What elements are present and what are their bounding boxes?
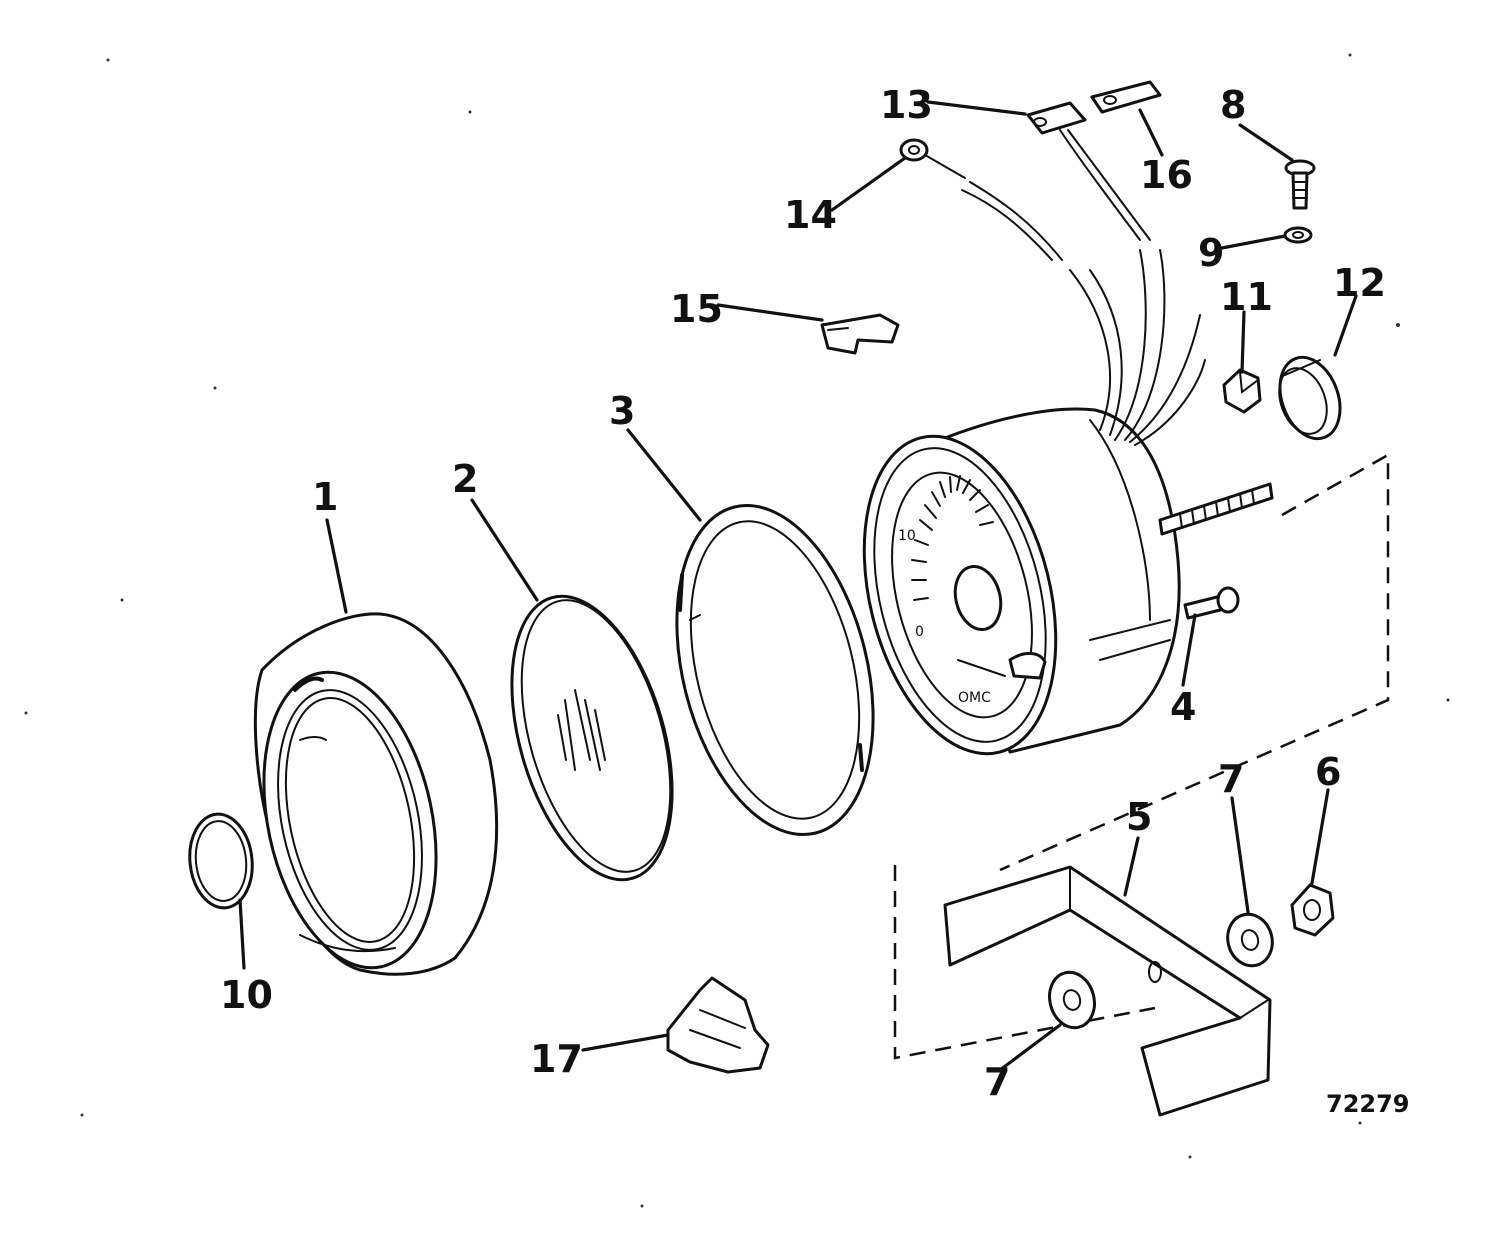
wire-harness [961, 129, 1206, 446]
part-17-connector [666, 976, 770, 1074]
callout-labels: 1 2 3 4 5 6 7 7 8 9 10 11 12 13 14 15 16… [220, 83, 1386, 1104]
part-15-clip [820, 313, 900, 355]
part-13-terminal [1026, 101, 1087, 135]
dial-tick-0: 0 [915, 624, 924, 640]
part-2-lens [510, 594, 674, 882]
callout-11: 11 [1220, 275, 1273, 319]
part-4-screw [1183, 586, 1240, 620]
part-11-nut [1222, 368, 1262, 414]
part-3-ring [675, 503, 875, 837]
part-5-bracket [943, 865, 1272, 1117]
callout-6: 6 [1315, 750, 1341, 794]
part-8-screw [1284, 159, 1316, 210]
callout-17: 17 [530, 1037, 583, 1081]
callout-13: 13 [880, 83, 933, 127]
callout-16: 16 [1140, 153, 1193, 197]
leader-lines [238, 100, 1358, 1072]
part-16-terminal [1090, 80, 1162, 114]
callout-7-upper: 7 [1218, 757, 1244, 801]
part-7-washer-upper [1226, 912, 1274, 968]
tachometer-body: 10 0 OMC [862, 129, 1274, 756]
scan-specks [24, 53, 1450, 1208]
dial-scale [911, 475, 994, 601]
part-1-bezel [253, 612, 499, 976]
callout-2: 2 [452, 457, 478, 501]
callout-8: 8 [1220, 83, 1246, 127]
part-14-ring-terminal [899, 138, 966, 179]
part-9-washer [1283, 226, 1313, 244]
callout-4: 4 [1170, 685, 1196, 729]
part-10-seal [188, 812, 254, 910]
callout-14: 14 [784, 193, 837, 237]
callout-7-lower: 7 [984, 1060, 1010, 1104]
part-12-grommet [1278, 355, 1342, 441]
threaded-stud [1158, 482, 1274, 536]
callout-1: 1 [312, 475, 338, 519]
reference-number: 72279 [1326, 1090, 1410, 1118]
callout-3: 3 [609, 389, 635, 433]
callout-9: 9 [1198, 231, 1224, 275]
part-6-hex-nut [1290, 883, 1335, 937]
callout-12: 12 [1333, 261, 1386, 305]
part-7-washer-lower [1048, 970, 1096, 1030]
dial-tick-10: 10 [898, 528, 916, 544]
callout-5: 5 [1126, 795, 1152, 839]
callout-15: 15 [670, 287, 723, 331]
dial-brand: OMC [958, 690, 991, 706]
callout-10: 10 [220, 973, 273, 1017]
